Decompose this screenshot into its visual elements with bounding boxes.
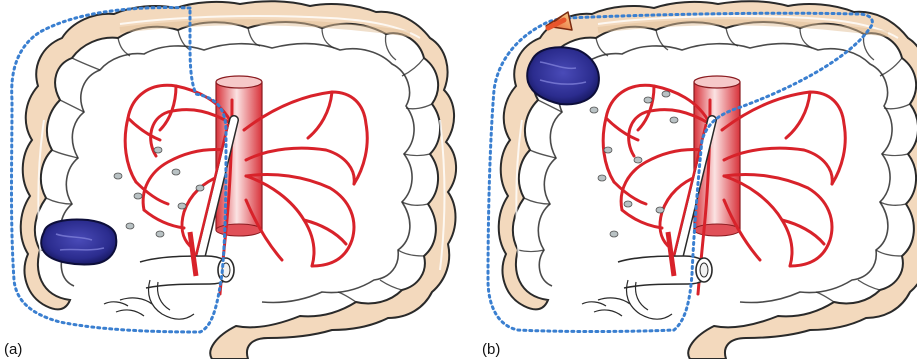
panel-label-a: (a) xyxy=(4,341,22,358)
panel-b: (b) xyxy=(482,1,917,359)
tumor-icon xyxy=(527,47,599,104)
tumor-icon xyxy=(41,220,116,265)
panel-a: (a) xyxy=(4,1,456,359)
panel-label-b: (b) xyxy=(482,341,500,358)
